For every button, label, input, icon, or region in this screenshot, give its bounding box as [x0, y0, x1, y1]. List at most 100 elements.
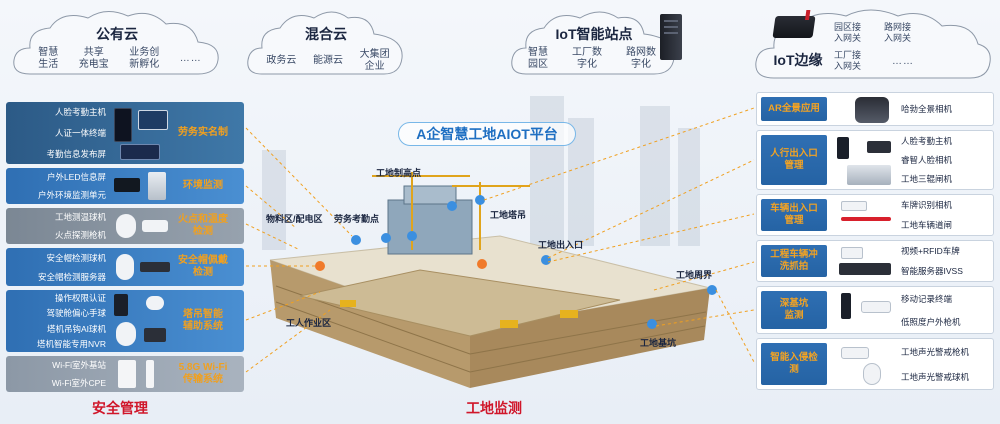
server-icon	[140, 262, 170, 272]
panel-title: 车辆出入口 管理	[761, 199, 827, 231]
left-panel-environment: 户外LED信息屏 户外环境监测单元 环境监测	[6, 168, 244, 204]
panel-item: 工地声光警戒球机	[901, 371, 970, 382]
panel-title: 安全帽佩戴 检测	[178, 255, 228, 278]
panel-title: 塔吊智能 辅助系统	[183, 309, 223, 332]
site-label-control-point: 工地制高点	[376, 168, 422, 178]
panel-item: Wi-Fi室外CPE	[51, 378, 106, 388]
platform-title: A企智慧工地AIOT平台	[398, 122, 576, 146]
section-label-safety: 安全管理	[92, 400, 148, 416]
panel-item: 考勤信息发布屏	[46, 148, 106, 159]
right-panel-vehicle: 车辆出入口 管理 车牌识别相机 工地车辆道闸	[756, 194, 994, 236]
cloud-item: 智慧 园区	[528, 47, 548, 70]
panel-title: 智能入侵检 测	[761, 343, 827, 385]
cloud-title: IoT智能站点	[555, 26, 633, 42]
cloud-item: 智慧 生活	[38, 47, 59, 70]
auth-terminal-icon	[114, 294, 128, 316]
site-label-perimeter: 工地周界	[676, 270, 713, 280]
panel-item: 操作权限认证	[54, 292, 106, 303]
bullet-camera-icon	[861, 301, 891, 313]
panel-item: 人脸考勤主机	[54, 107, 106, 118]
cloud-item-more: ……	[892, 56, 914, 67]
panel-item: 塔机智能专用NVR	[37, 339, 106, 350]
site-label-work-area: 工人作业区	[286, 318, 332, 328]
cloud-title: IoT边缘	[773, 52, 823, 68]
site-label-material-area: 物料区/配电区	[266, 214, 323, 224]
panel-item: 视频+RFID车牌	[901, 246, 960, 256]
left-panel-crane: 操作权限认证 驾驶舱偏心手球 塔机吊钩AI球机 塔机智能专用NVR 塔吊智能 辅…	[6, 290, 244, 352]
fisheye-camera-icon	[146, 296, 164, 310]
cloud-item: 大集团 企业	[359, 49, 390, 72]
panel-title: 火点和温度 检测	[178, 214, 228, 237]
wifi-base-station-icon	[118, 360, 136, 388]
panel-item: 安全帽检测球机	[46, 252, 106, 263]
wifi-cpe-icon	[146, 360, 154, 388]
site-label-tower-crane: 工地塔吊	[490, 210, 527, 220]
cloud-icon	[755, 9, 991, 79]
panel-item: 塔机吊钩AI球机	[46, 323, 106, 334]
dome-camera-icon	[116, 254, 134, 280]
site-label-entrance: 工地出入口	[538, 240, 584, 250]
dome-camera-icon	[863, 363, 881, 385]
panorama-camera-icon	[855, 97, 889, 123]
cloud-item: 工厂数 字化	[572, 47, 602, 70]
left-panel-wifi: Wi-Fi室外基站 Wi-Fi室外CPE 5.8G Wi-Fi 传输系统	[6, 356, 244, 392]
cloud-title: 公有云	[96, 26, 138, 42]
cloud-item: 园区接 入网关	[834, 22, 862, 43]
panel-item: 工地声光警戒枪机	[901, 346, 970, 357]
panel-item: 人脸考勤主机	[901, 135, 953, 146]
cloud-item: 路网数 字化	[626, 47, 656, 70]
right-panel-pit: 深基坑 监测 移动记录终端 低照度户外枪机	[756, 286, 994, 334]
right-panel-washing: 工程车辆冲 洗抓拍 视频+RFID车牌 智能服务器IVSS	[756, 240, 994, 282]
panel-item: 智能服务器IVSS	[901, 266, 963, 276]
panel-item: Wi-Fi室外基站	[52, 360, 106, 370]
panel-item: 火点探测枪机	[54, 230, 106, 240]
panel-item: 户外LED信息屏	[46, 172, 106, 182]
cloud-icon	[247, 11, 403, 75]
bullet-camera-icon	[841, 347, 869, 359]
cloud-item: 政务云	[266, 55, 297, 66]
panel-title: 工程车辆冲 洗抓拍	[761, 245, 827, 277]
weather-station-icon	[148, 172, 166, 200]
panel-title: 劳务实名制	[178, 127, 228, 138]
site-label-foundation-pit: 工地基坑	[640, 338, 677, 348]
server-rack-icon	[660, 14, 682, 60]
panel-item: 安全帽检测服务器	[37, 271, 106, 282]
cloud-item: 能源云	[312, 55, 343, 66]
left-panel-fire: 工地测温球机 火点探测枪机 火点和温度 检测	[6, 208, 244, 244]
panel-title: 深基坑 监测	[761, 291, 827, 329]
panel-item: 车牌识别相机	[901, 200, 953, 210]
nvr-icon	[144, 328, 166, 342]
cloud-item-more: ……	[179, 53, 202, 64]
cloud-public: 公有云 智慧 生活 共享 充电宝 业务创 新孵化 ……	[10, 4, 224, 82]
cloud-title: 混合云	[305, 26, 347, 42]
panel-title: 人行出入口 管理	[761, 135, 827, 185]
panel-item: 移动记录终端	[901, 293, 953, 304]
left-panel-helmet: 安全帽检测球机 安全帽检测服务器 安全帽佩戴 检测	[6, 248, 244, 286]
cloud-iot-edge: IoT边缘 园区接 入网关 路网接 入网关 工厂接 入网关 ……	[752, 4, 994, 84]
dome-camera-icon	[116, 322, 136, 346]
right-panel-intrusion: 智能入侵检 测 工地声光警戒枪机 工地声光警戒球机	[756, 338, 994, 390]
cloud-item: 路网接 入网关	[884, 22, 912, 43]
panel-item: 低照度户外枪机	[901, 316, 961, 327]
led-screen-icon	[114, 178, 140, 192]
face-terminal-icon	[837, 137, 849, 159]
panel-title: AR全景应用	[761, 97, 827, 121]
left-panel-labor: 人脸考勤主机 人证一体终端 考勤信息发布屏 劳务实名制	[6, 102, 244, 164]
panel-item: 哈勃全景相机	[901, 104, 953, 114]
plate-camera-icon	[841, 201, 867, 211]
cloud-icon	[13, 11, 219, 75]
face-terminal-icon	[114, 108, 132, 142]
rfid-camera-icon	[841, 247, 863, 259]
face-camera-icon	[867, 141, 891, 153]
display-screen-icon	[120, 144, 160, 160]
mobile-recorder-icon	[841, 293, 851, 319]
panel-item: 人证一体终端	[54, 127, 106, 138]
cloud-item: 业务创 新孵化	[129, 47, 160, 70]
turnstile-icon	[847, 165, 891, 185]
cloud-iot-site: IoT智能站点 智慧 园区 工厂数 字化 路网数 字化	[508, 4, 682, 82]
panel-title: 5.8G Wi-Fi 传输系统	[178, 362, 228, 385]
section-label-monitoring: 工地监测	[466, 400, 522, 416]
panel-item: 工地三辊闸机	[901, 174, 953, 185]
right-panel-pedestrian: 人行出入口 管理 人脸考勤主机 睿智人脸相机 工地三辊闸机	[756, 130, 994, 190]
